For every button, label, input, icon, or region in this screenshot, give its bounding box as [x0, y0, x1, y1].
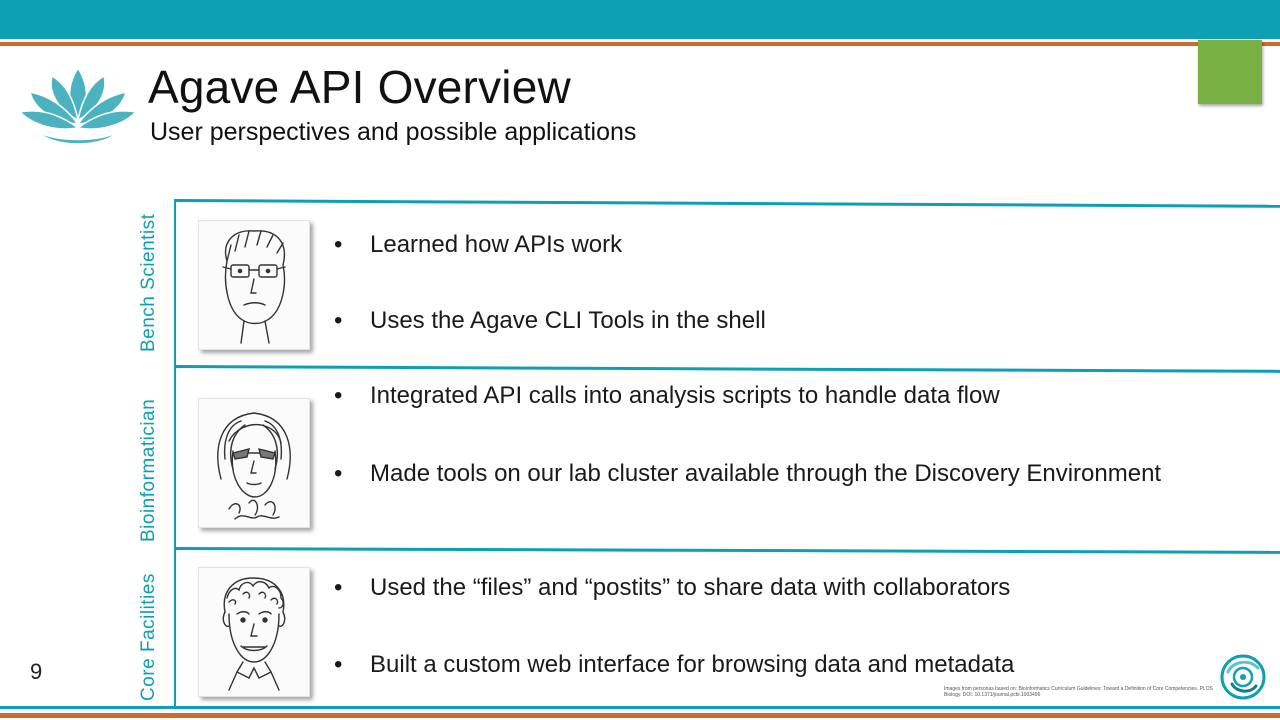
- persona-label-core-facilities: Core Facilities: [138, 573, 159, 701]
- circular-logo-icon: [1220, 654, 1266, 700]
- top-orange-rule: [0, 42, 1280, 46]
- divider-top: [173, 199, 1280, 208]
- top-teal-bar: [0, 0, 1280, 39]
- lotus-logo-icon: [18, 66, 138, 145]
- bench-scientist-bullet-list-2: Uses the Agave CLI Tools in the shell: [332, 306, 1242, 336]
- bullet-item: Built a custom web interface for browsin…: [332, 650, 1242, 680]
- bullet-item: Used the “files” and “postits” to share …: [332, 573, 1242, 603]
- image-credit-footnote: Images from personas based on: Bioinform…: [944, 686, 1213, 698]
- core-facilities-bullet-list-1: Used the “files” and “postits” to share …: [332, 573, 1242, 603]
- bioinformatician-avatar-icon: [198, 398, 310, 528]
- divider-middle: [173, 365, 1280, 373]
- slide-subtitle: User perspectives and possible applicati…: [150, 118, 637, 146]
- bullet-item: Learned how APIs work: [332, 230, 1242, 260]
- bioinformatician-bullet-list-1: Integrated API calls into analysis scrip…: [332, 381, 1242, 411]
- divider-bottom: [173, 547, 1280, 554]
- green-accent-square: [1198, 40, 1262, 104]
- core-facilities-bullet-list-2: Built a custom web interface for browsin…: [332, 650, 1242, 680]
- bullet-item: Made tools on our lab cluster available …: [332, 459, 1242, 489]
- bullet-item: Integrated API calls into analysis scrip…: [332, 381, 1242, 411]
- left-vertical-rule: [174, 200, 176, 708]
- bench-scientist-avatar-icon: [198, 220, 310, 350]
- slide-title: Agave API Overview: [148, 61, 571, 113]
- bench-scientist-bullet-list-1: Learned how APIs work: [332, 230, 1242, 260]
- bottom-orange-bar: [0, 713, 1280, 718]
- bottom-teal-rule: [0, 706, 1280, 709]
- page-number: 9: [30, 659, 43, 684]
- persona-label-bench-scientist: Bench Scientist: [138, 213, 159, 352]
- bioinformatician-bullet-list-2: Made tools on our lab cluster available …: [332, 459, 1242, 489]
- bullet-item: Uses the Agave CLI Tools in the shell: [332, 306, 1242, 336]
- core-facilities-avatar-icon: [198, 567, 310, 697]
- persona-label-bioinformatician: Bioinformatician: [138, 398, 159, 542]
